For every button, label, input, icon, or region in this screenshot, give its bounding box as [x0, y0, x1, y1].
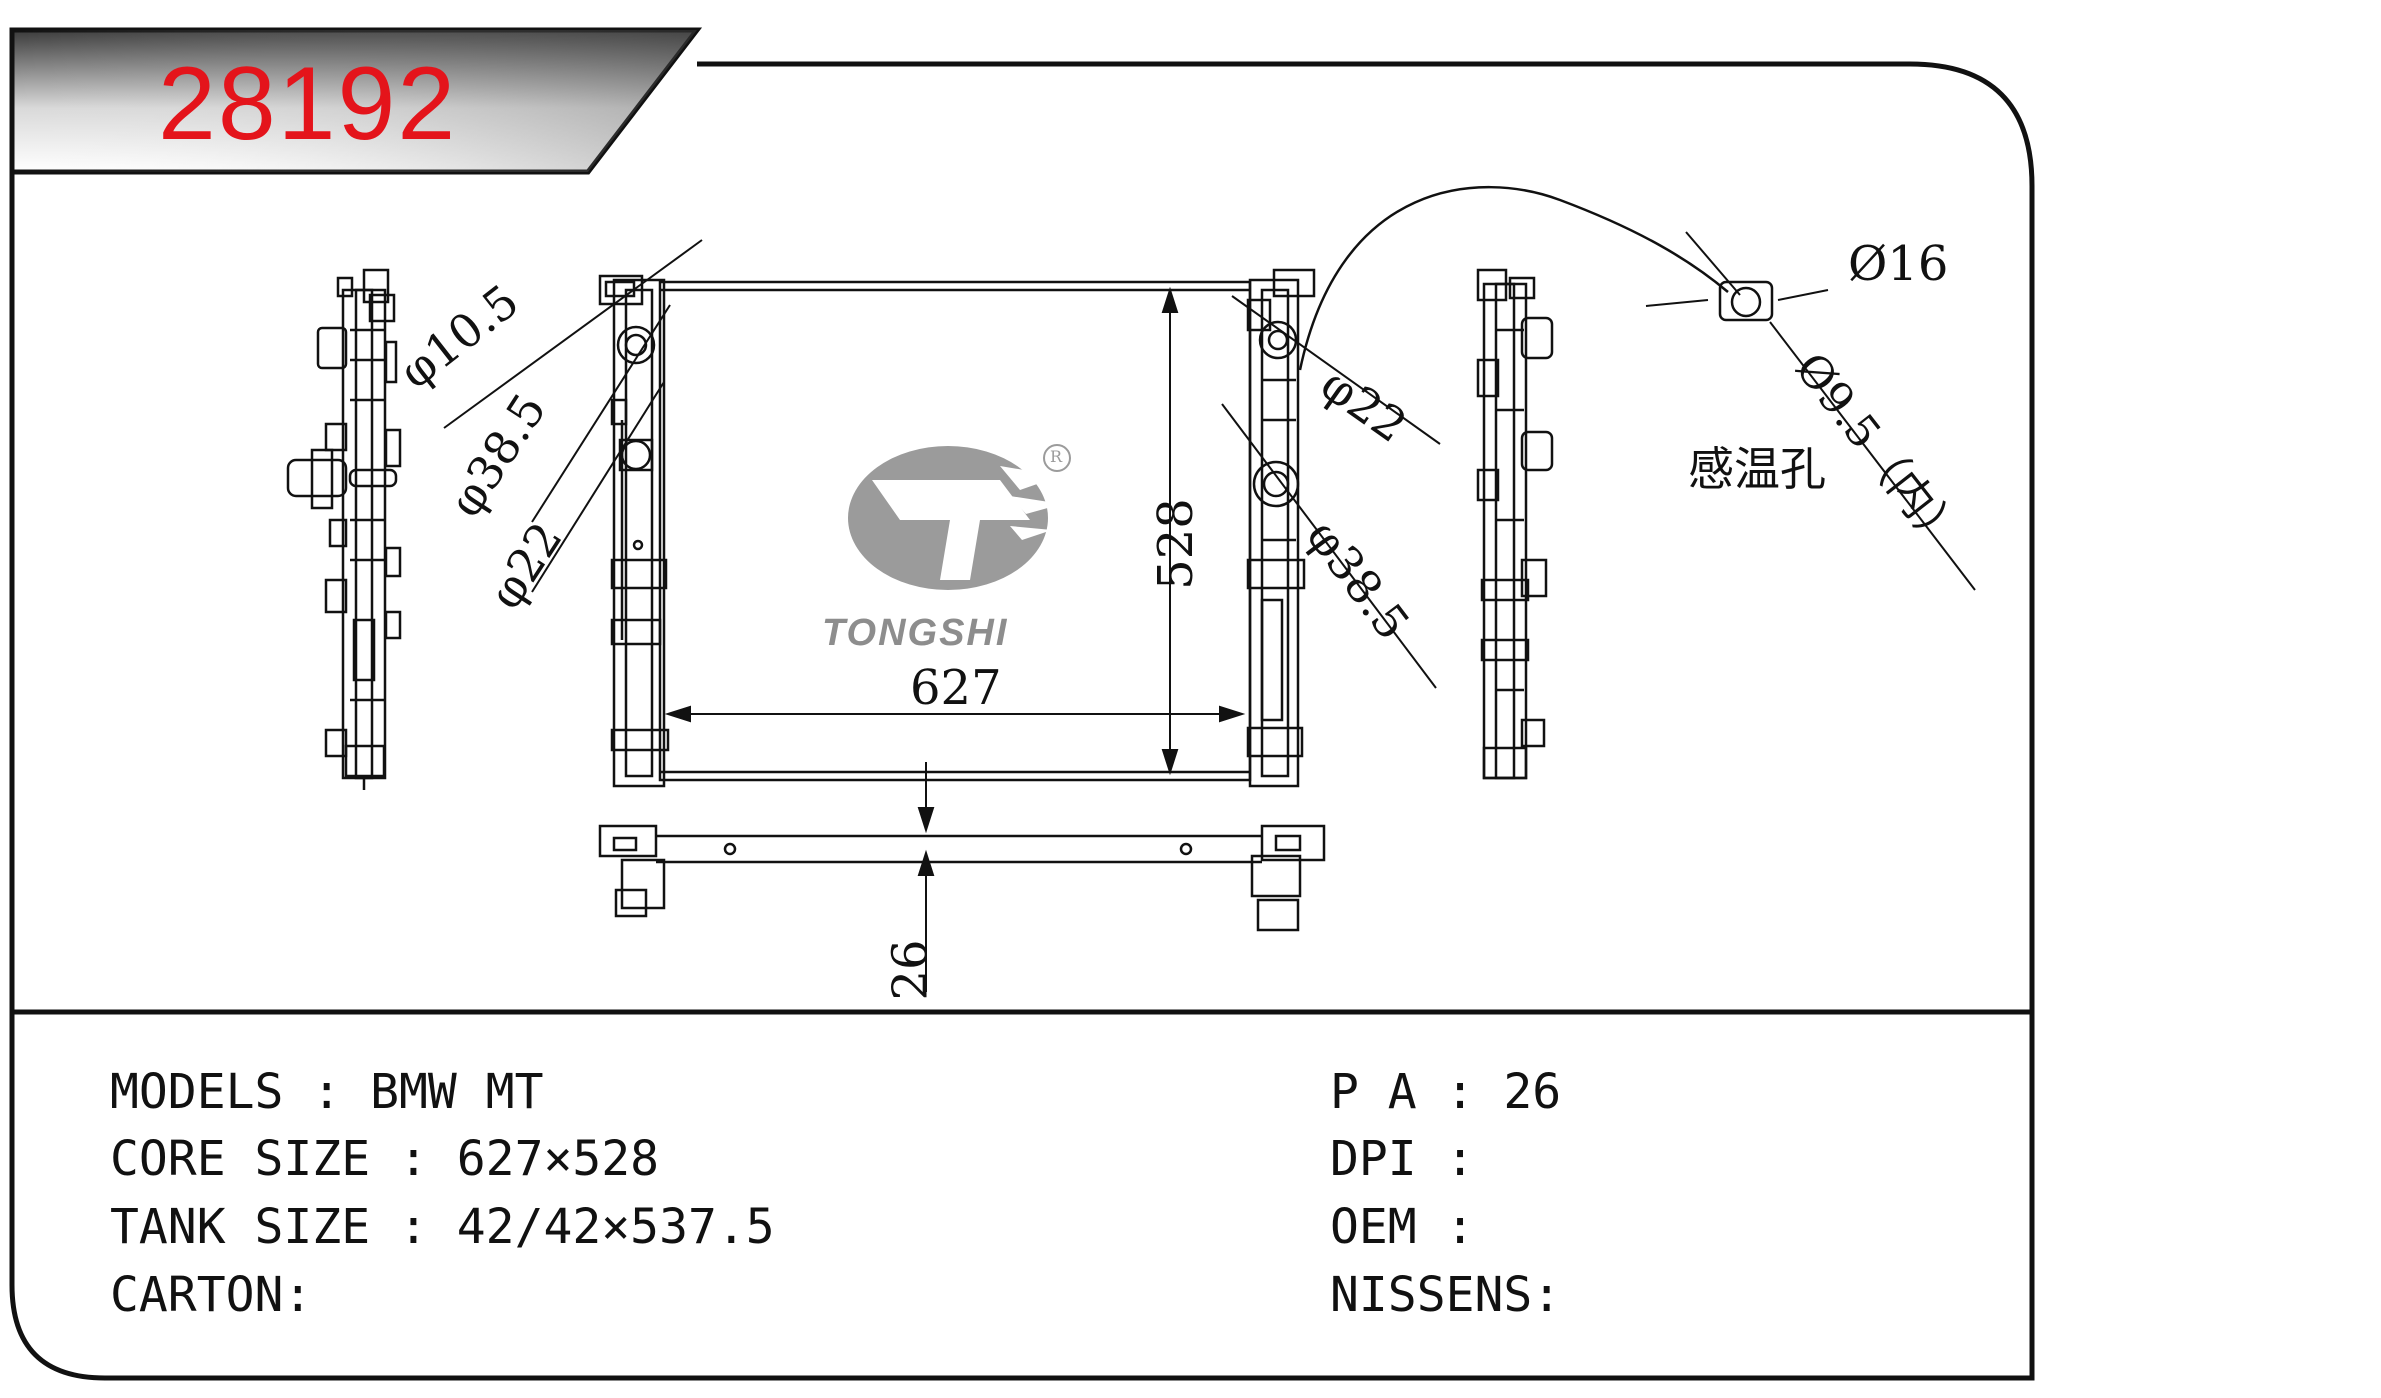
- sheet-border: [9, 61, 2035, 1381]
- dim-width-label: 627: [910, 660, 1002, 716]
- title-banner: [9, 27, 703, 175]
- dim-height-label: 528: [1147, 498, 1204, 590]
- right-side-view: [1476, 268, 1554, 780]
- spec-models: MODELS : BMW MT: [110, 1064, 544, 1120]
- registered-mark: R: [1050, 447, 1063, 466]
- spec-pa: P A : 26: [1330, 1064, 1562, 1120]
- dim-sensor-outer-label: Ø16: [1848, 236, 1949, 292]
- spec-nissens: NISSENS:: [1330, 1267, 1562, 1323]
- spec-oem: OEM :: [1330, 1199, 1475, 1255]
- radiator-front-view: [598, 268, 1316, 788]
- dimension-lines: [443, 231, 1976, 992]
- sensor-hole-label: 感温孔: [1688, 442, 1826, 496]
- dim-thickness-label: 26: [882, 939, 939, 1001]
- left-side-view: [286, 268, 402, 790]
- spec-dpi: DPI :: [1330, 1131, 1475, 1187]
- brand-name: TONGSHI: [822, 612, 1009, 654]
- spec-carton: CARTON:: [110, 1267, 313, 1323]
- spec-core-size: CORE SIZE : 627×528: [110, 1131, 660, 1187]
- spec-tank-size: TANK SIZE : 42/42×537.5: [110, 1199, 775, 1255]
- sensor-fitting: [1718, 280, 1774, 322]
- bottom-view: [598, 824, 1326, 932]
- brand-logo: [848, 444, 1071, 590]
- sensor-hose: [1298, 186, 1729, 371]
- part-number: 28192: [158, 46, 458, 162]
